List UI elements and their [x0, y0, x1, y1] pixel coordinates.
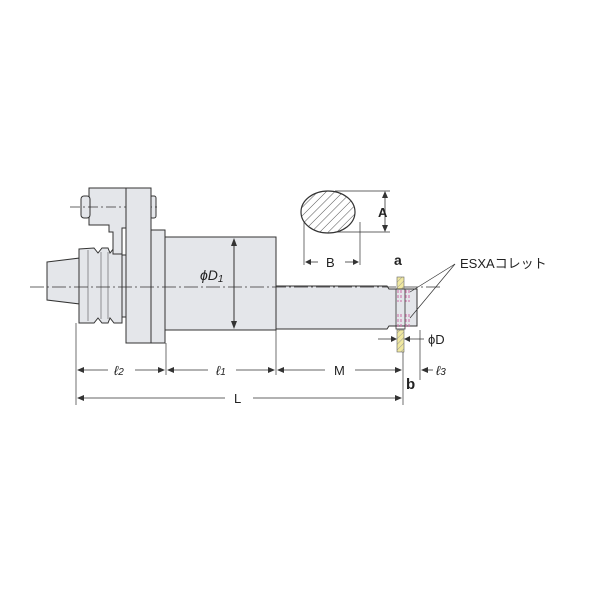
phi-d-dimension: ϕD: [378, 332, 445, 347]
collet-label: ESXAコレット: [460, 256, 547, 271]
flange: [78, 247, 123, 324]
label-a: a: [394, 252, 402, 268]
label-a-dim: A: [378, 205, 388, 220]
l2-label: ℓ2: [114, 363, 124, 378]
label-b: b: [406, 376, 415, 393]
collet: [395, 276, 410, 353]
collet-leader: ESXAコレット: [409, 256, 547, 319]
m-label: M: [334, 363, 345, 378]
l1-label: ℓ1: [216, 363, 226, 378]
l-label: L: [234, 391, 241, 406]
cross-section: A B: [300, 190, 390, 270]
label-b-dim: B: [326, 255, 335, 270]
l3-label: ℓ3: [436, 363, 446, 378]
d1-dimension: ϕD1: [200, 238, 237, 329]
extension-lines: [75, 323, 421, 405]
body-d1: [164, 236, 277, 331]
body-plate: [125, 187, 152, 344]
body-step: [150, 229, 166, 344]
phi-d-label: ϕD: [428, 332, 445, 347]
phi-d1-label: ϕD1: [200, 267, 223, 285]
taper-shank: [46, 257, 81, 305]
dim-row: ℓ2 ℓ1 M ℓ3 b L: [77, 363, 446, 406]
